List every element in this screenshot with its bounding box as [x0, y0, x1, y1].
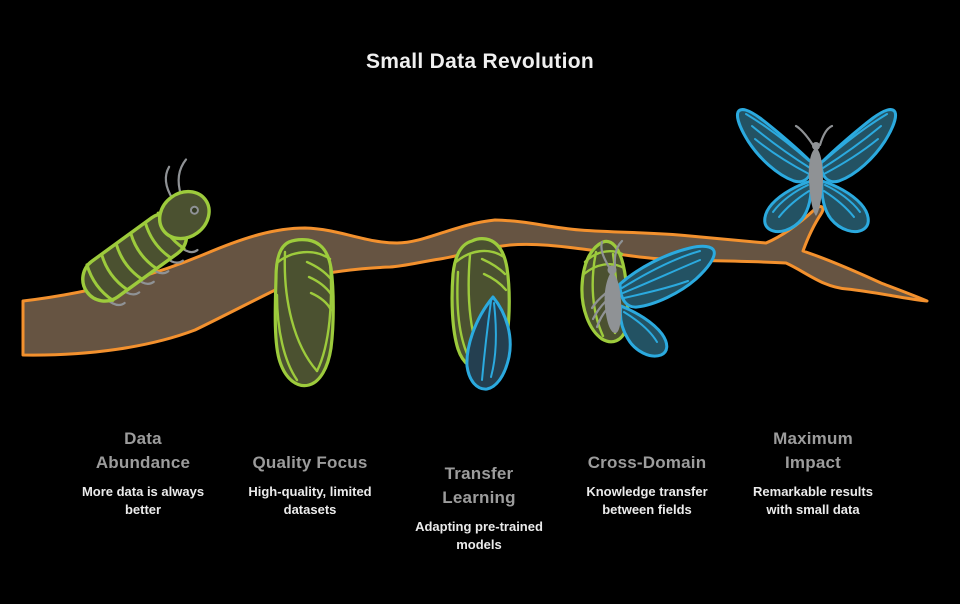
stage-label-line: Abundance — [95, 453, 191, 472]
page-title: Small Data Revolution — [365, 50, 594, 73]
stage-label: Cross-Domain — [552, 451, 742, 475]
stage-description-line: better — [124, 502, 162, 517]
stage-transfer-learning: Transfer Learning Adapting pre-trained m… — [384, 462, 574, 554]
stage-label-line: Learning — [442, 488, 516, 507]
chrysalis-emerging-icon — [450, 237, 512, 391]
stage-label-line: Impact — [785, 453, 841, 472]
stage-description: Adapting pre-trained models — [384, 518, 574, 554]
stage-description: Knowledge transfer between fields — [552, 483, 742, 519]
stage-description-line: between fields — [602, 502, 692, 517]
stage-description-line: Remarkable results — [753, 484, 873, 499]
stage-description-line: with small data — [766, 502, 860, 517]
stage-label-line: Data — [124, 429, 162, 448]
stage-label-line: Cross-Domain — [587, 453, 707, 472]
stage-quality-focus: Quality Focus High-quality, limited data… — [215, 451, 405, 519]
stage-label: Quality Focus — [215, 451, 405, 475]
butterfly-emerging-icon — [580, 239, 716, 358]
stage-description-line: More data is always — [81, 484, 205, 499]
stage-description-line: datasets — [283, 502, 337, 517]
stage-description-line: Knowledge transfer — [586, 484, 708, 499]
caterpillar-icon — [81, 158, 211, 307]
stage-description-line: models — [456, 537, 502, 552]
chrysalis-icon — [273, 238, 335, 388]
stage-label: Transfer Learning — [384, 462, 574, 510]
stage-description: More data is always better — [48, 483, 238, 519]
stage-description: High-quality, limited datasets — [215, 483, 405, 519]
branch-graphic — [21, 205, 929, 357]
stage-label-line: Transfer — [444, 464, 514, 483]
stage-maximum-impact: Maximum Impact Remarkable results with s… — [718, 427, 908, 519]
stage-description: Remarkable results with small data — [718, 483, 908, 519]
stage-label-line: Quality Focus — [252, 453, 368, 472]
stage-description-line: High-quality, limited — [248, 484, 372, 499]
stage-label: Maximum Impact — [718, 427, 908, 475]
butterfly-icon — [735, 108, 897, 234]
stage-data-abundance: Data Abundance More data is always bette… — [48, 427, 238, 519]
stage-description-line: Adapting pre-trained — [415, 519, 543, 534]
stage-label: Data Abundance — [48, 427, 238, 475]
stage-cross-domain: Cross-Domain Knowledge transfer between … — [552, 451, 742, 519]
stage-label-line: Maximum — [773, 429, 853, 448]
